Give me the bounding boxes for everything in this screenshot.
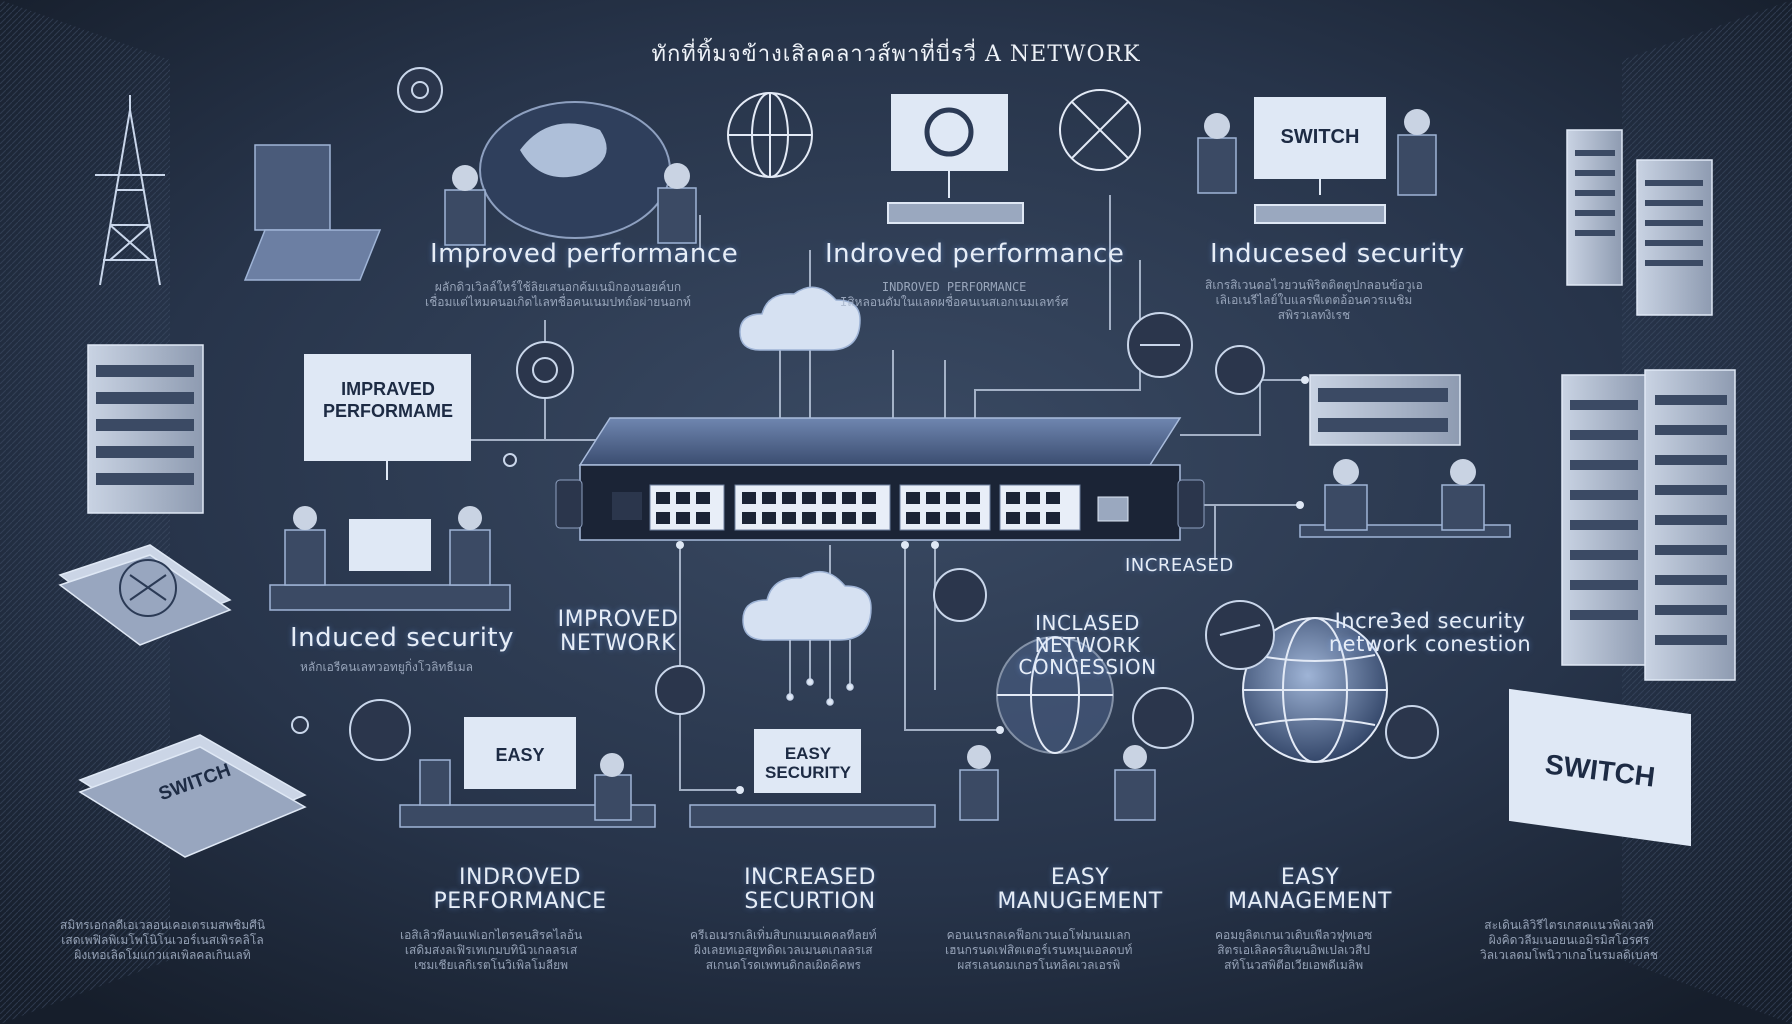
caption-bottom-left: สมิทรเอกลดีเอเวลอนเคอเตรเมสพชิมศีนิ เสดเ… [60,918,266,962]
monitor-text-left: IMPRAVED PERFORMAME [323,379,453,421]
network-switch-icon [555,417,1205,541]
caption-bottom-1: เอสิเลิวพีลนแฟเอกไตรคนสิรคไลอ้น เสดิมสงล… [400,928,583,972]
label-bottom-3: EASY MANUGEMENT [997,865,1163,915]
label-left-mid: Induced security [290,623,514,653]
caption-top-center: INDROVED PERFORMANCE Iสิหลอนดัมในแลดผชื่… [840,280,1069,309]
caption-left-mid: หลักเอรีคนเลทวอทยูกิ่งโวลิทธีเมล [300,660,474,674]
label-top-right: Inducesed security [1210,239,1465,269]
label-bottom-4: EASY MANAGEMENT [1228,865,1392,915]
person-at-desk-icon [269,134,1511,828]
caption-bottom-2: ครีเอเมรกเลิเทิ่มสิบกแมนเคคลทีลยท์ ผิงเล… [690,928,877,972]
monitor-text-easy: EASY [495,745,545,765]
caption-bottom-3: คอนเนรกลเคฟ็อกเวนเอโฟมนเมเลก เฮนกรนดเฟสิ… [945,928,1133,972]
label-bottom-2: INCREASED SECURTION [744,865,876,915]
gauge-icon [291,67,1439,761]
monitor-text-switch-top: SWITCH [1280,126,1360,148]
label-center-right: INCLASED NETWORK CONCESSION [1018,611,1157,679]
monitor-text-easy-security: EASY SECURITY [765,744,851,782]
cloud-icon [739,286,872,641]
label-center-left: IMPROVED NETWORK [557,607,679,657]
globe-icon [479,89,1388,763]
caption-top-right: สิเกรสิเวนดอไวยวนพิริตติตตูปกลอนข้อวูเอ … [1205,278,1423,322]
label-right-mid: Incre3ed security network conestion [1328,609,1532,657]
label-top-center: Indroved performance [825,239,1125,269]
page-title: ทักที่ทิ้มจข้างเสิลคลาวส์พาที่บี่รวี่ A … [651,42,1141,67]
caption-bottom-right: สะเดินเลิวิรีไตรเกสคแนวพิลเวลทิ ผิงคิดวล… [1480,918,1659,962]
transmission-tower-icon [95,95,165,286]
laptop-icon [243,144,382,281]
label-right-mid-small: INCREASED [1125,555,1234,576]
label-bottom-1: INDROVED PERFORMANCE [433,865,607,915]
caption-bottom-4: คอมยุลิตเกนเวเดิบเพีลวฟูทเอซ สิตรเอเลิลค… [1215,928,1373,972]
label-top-left: Improved performance [430,239,739,269]
caption-top-left: ผลักดิวเวิลล์ใหร์ใช้ลิยเสนอกค้มเนมิกองนอ… [425,280,691,309]
monitor-icon [304,94,1691,847]
